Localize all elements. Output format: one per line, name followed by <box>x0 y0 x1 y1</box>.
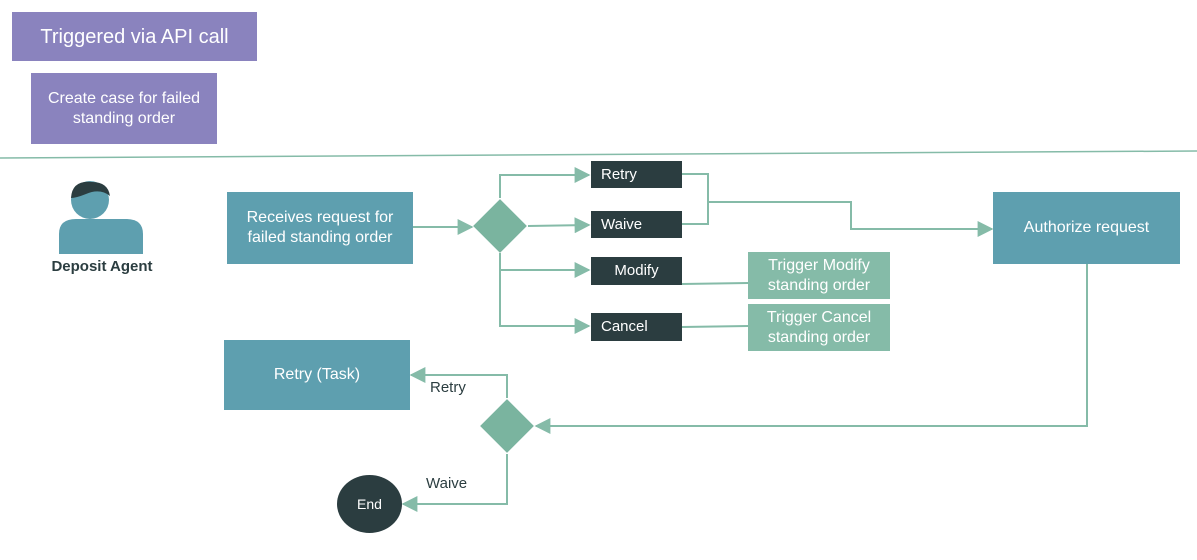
retry-task-box: Retry (Task) <box>224 340 410 410</box>
create-case-label: Create case for failed standing order <box>47 89 201 127</box>
trigger-box: Triggered via API call <box>12 12 257 61</box>
arrow-authorize-to-decision <box>534 264 1088 434</box>
waive-option: Waive <box>591 211 682 238</box>
retry-option: Retry <box>591 161 682 188</box>
actor-name: Deposit Agent <box>51 258 153 275</box>
end-node: End <box>337 475 402 533</box>
modify-option: Modify <box>591 257 682 285</box>
receives-request-label: Receives request for failed standing ord… <box>246 209 394 246</box>
arrow-decision-to-end <box>401 454 508 512</box>
arrow-decision-to-waive <box>527 217 591 234</box>
retry-option-label: Retry <box>601 165 637 183</box>
modify-option-label: Modify <box>614 262 659 279</box>
cancel-option-label: Cancel <box>601 318 648 335</box>
trigger-cancel-box: Trigger Cancel standing order <box>748 304 890 351</box>
authorize-request-box: Authorize request <box>993 192 1180 264</box>
arrow-decision-to-cancel <box>499 270 591 334</box>
end-node-label: End <box>357 496 382 512</box>
arrow-waive-to-authorize <box>708 201 994 237</box>
arrow-decision-to-modify <box>499 253 591 278</box>
receives-request-box: Receives request for failed standing ord… <box>227 192 413 264</box>
edge-label-retry: Retry <box>430 379 466 396</box>
trigger-modify-label: Trigger Modify standing order <box>767 256 871 294</box>
trigger-cancel-label: Trigger Cancel standing order <box>766 308 872 346</box>
create-case-box: Create case for failed standing order <box>31 73 217 144</box>
swimlane-divider <box>0 150 1197 159</box>
trigger-label: Triggered via API call <box>40 25 229 48</box>
line-cancel-to-trigger <box>681 325 749 328</box>
arrow-decision-to-retry-task <box>409 367 508 398</box>
waive-option-label: Waive <box>601 215 643 233</box>
person-icon <box>59 181 143 254</box>
retry-task-label: Retry (Task) <box>273 366 361 383</box>
arrow-decision-to-retry <box>499 167 591 198</box>
line-modify-to-trigger <box>681 282 749 285</box>
authorize-request-label: Authorize request <box>1023 219 1150 236</box>
cancel-option: Cancel <box>591 313 682 341</box>
actor: Deposit Agent <box>40 178 164 278</box>
edge-label-waive: Waive <box>426 475 468 492</box>
trigger-modify-box: Trigger Modify standing order <box>748 252 890 299</box>
arrow-retry-to-authorize <box>682 173 709 225</box>
